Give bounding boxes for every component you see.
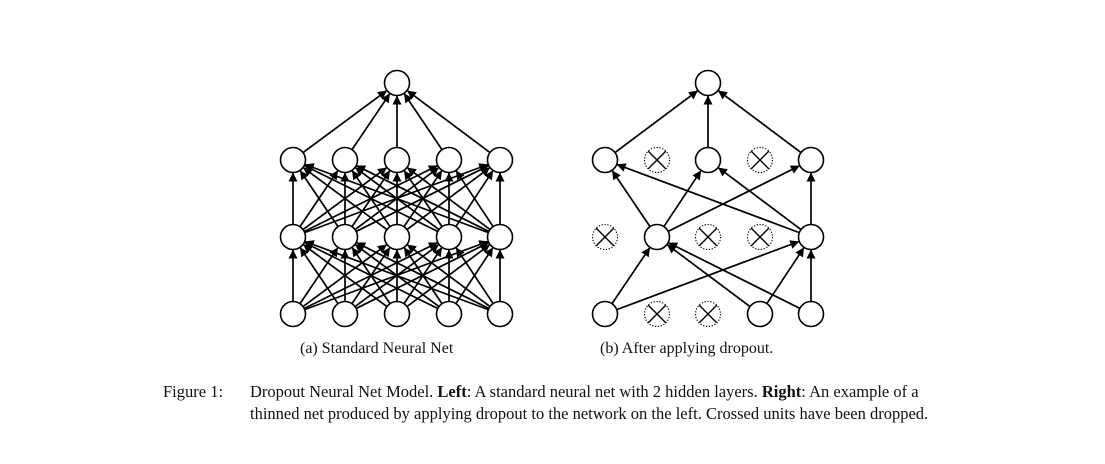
connection-arrow xyxy=(303,164,439,233)
neuron-unit xyxy=(331,223,359,251)
subcaption-standard-net: (a) Standard Neural Net xyxy=(300,340,454,357)
dropped-unit-icon xyxy=(694,223,722,251)
caption-right-bold: Right xyxy=(761,382,802,401)
neuron-unit xyxy=(279,146,307,174)
neuron-unit xyxy=(694,146,722,174)
neuron-unit xyxy=(383,223,411,251)
dropped-unit-icon xyxy=(746,223,774,251)
connection-arrow xyxy=(717,89,802,154)
connection-arrow xyxy=(406,166,491,231)
dropped-unit-icon xyxy=(643,300,671,328)
connection-arrow xyxy=(304,163,489,234)
connection-arrow xyxy=(302,166,388,231)
caption-left-bold: Left xyxy=(437,382,467,401)
connection-arrow xyxy=(351,92,391,151)
connection-arrow xyxy=(614,89,699,154)
neuron-unit xyxy=(435,146,463,174)
connection-arrow xyxy=(355,164,490,233)
connection-arrow xyxy=(406,89,491,154)
neuron-unit xyxy=(435,300,463,328)
connection-arrow xyxy=(299,246,339,305)
connection-arrow xyxy=(303,241,439,310)
dropped-unit-icon xyxy=(746,146,774,174)
neuron-unit xyxy=(746,300,774,328)
subcaption-dropout-net: (b) After applying dropout. xyxy=(600,340,774,357)
connection-arrow xyxy=(355,241,490,310)
neuron-unit xyxy=(797,146,825,174)
dropout-net-diagram xyxy=(591,69,825,328)
dropped-unit-icon xyxy=(591,223,619,251)
connection-arrow xyxy=(302,243,388,308)
connection-arrow xyxy=(611,246,651,305)
connection-arrow xyxy=(403,92,443,151)
dropped-unit-icon xyxy=(694,300,722,328)
neuron-unit xyxy=(435,223,463,251)
neuron-unit xyxy=(694,69,722,97)
neuron-unit xyxy=(331,300,359,328)
dropped-unit-icon xyxy=(643,146,671,174)
standard-net-diagram xyxy=(279,69,514,328)
neuron-unit xyxy=(486,146,514,174)
connection-arrow xyxy=(299,169,339,228)
neuron-unit xyxy=(486,223,514,251)
neuron-unit xyxy=(797,300,825,328)
connection-arrow xyxy=(406,243,491,308)
neuron-unit xyxy=(383,146,411,174)
neuron-unit xyxy=(383,69,411,97)
neuron-unit xyxy=(643,223,671,251)
connection-arrow xyxy=(304,240,489,311)
neuron-unit xyxy=(279,223,307,251)
neuron-unit xyxy=(591,146,619,174)
connection-arrow xyxy=(455,246,494,305)
connection-arrow xyxy=(455,169,494,228)
connection-arrow xyxy=(666,243,751,308)
neuron-unit xyxy=(591,300,619,328)
connection-arrow xyxy=(302,89,388,154)
connection-arrow xyxy=(667,241,801,310)
neuron-unit xyxy=(279,300,307,328)
connection-arrow xyxy=(663,169,702,228)
figure-caption-text: Dropout Neural Net Model. Left: A standa… xyxy=(250,382,929,423)
neuron-unit xyxy=(331,146,359,174)
neuron-unit xyxy=(797,223,825,251)
connection-arrow xyxy=(611,169,651,228)
neuron-unit xyxy=(486,300,514,328)
connection-arrow xyxy=(717,166,802,231)
connection-arrow xyxy=(616,163,800,234)
figure-label: Figure 1: xyxy=(163,382,224,401)
neuron-unit xyxy=(383,300,411,328)
connection-arrow xyxy=(667,164,801,233)
